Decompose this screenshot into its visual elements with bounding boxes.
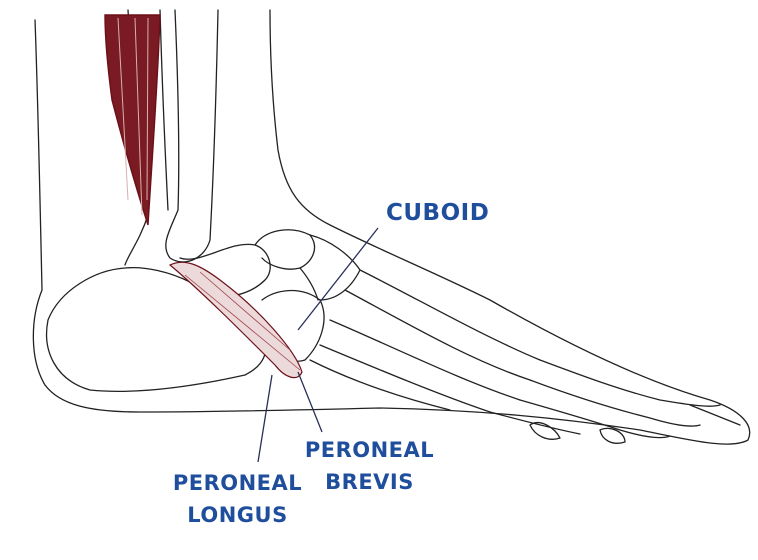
cuboid-label: CUBOID bbox=[386, 200, 490, 226]
peroneal-longus-label-line2: LONGUS bbox=[187, 503, 288, 527]
peroneal-tendons bbox=[168, 261, 303, 379]
peroneal-brevis-label-line1: PERONEAL bbox=[304, 438, 435, 462]
cuboid-leader-line bbox=[297, 227, 379, 331]
peroneal-longus-leader-line bbox=[257, 374, 273, 463]
phalanges bbox=[489, 359, 741, 444]
calcaneus bbox=[46, 266, 267, 392]
navicular bbox=[254, 229, 316, 270]
peroneal-brevis-label: PERONEAL BREVIS bbox=[302, 437, 437, 496]
peroneal-brevis-label-line2: BREVIS bbox=[325, 470, 414, 494]
peroneal-brevis-leader-line bbox=[297, 371, 323, 433]
foot-outline bbox=[32, 9, 751, 445]
tibia bbox=[165, 9, 219, 263]
peroneal-longus-label-line1: PERONEAL bbox=[172, 471, 303, 495]
peroneal-muscle bbox=[104, 14, 161, 226]
metatarsals bbox=[309, 269, 541, 413]
peroneal-longus-label: PERONEAL LONGUS bbox=[170, 470, 305, 529]
